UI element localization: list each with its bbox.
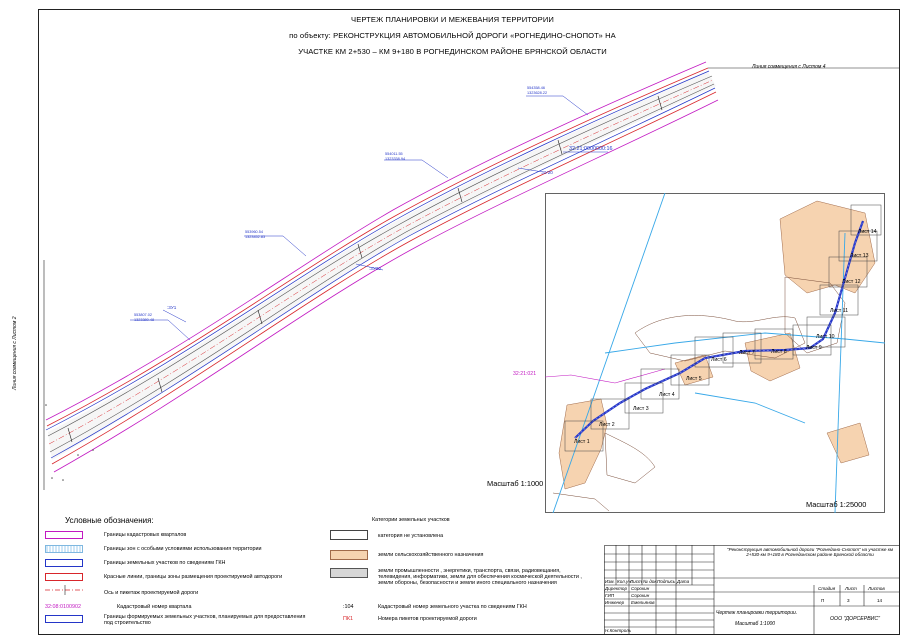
stamp-col-list: Лист [630,579,642,584]
sheet-label: Лист 5 [686,376,702,382]
stamp-col-izm: Изм. [605,579,615,584]
stamp-role: Н.Контроль [605,628,632,633]
legend-item: Красные линии, границы зоны размещения п… [104,574,283,580]
legend-item: Границы кадастровых кварталов [104,532,187,538]
stamp-drawing-name: Чертеж планировки территории. [716,610,798,616]
road-plan [43,61,900,490]
stamp-role: ГИП [605,593,615,598]
stamp-name: Сорокин [631,593,650,598]
parcel-label: :3У20 [541,170,553,175]
stamp-col-doc: № док. [643,579,658,584]
stamp-name: Емельянов [631,600,655,605]
overview-map [545,193,885,513]
stamp-drawing-scale: Масштаб 1:1000 [735,621,776,627]
sheet-label: Лист 11 [830,308,849,314]
sheet-label: Лист 1 [574,439,590,445]
legend-parcel-sample: :104 [343,604,354,610]
sheet-label: Лист 12 [842,279,861,285]
legend-swatch-category-industry [330,568,368,578]
stamp-role: Инженер [605,600,625,605]
legend-swatch-category-unset [330,530,368,540]
category-item: земли сельскохозяйственного назначения [378,552,484,558]
title-line-2: по объекту: РЕКОНСТРУКЦИЯ АВТОМОБИЛЬНОЙ … [289,31,616,40]
overview-scale: Масштаб 1:25000 [806,500,867,509]
sheet-label: Лист 6 [711,357,727,363]
stamp-col-sign: Подпись [657,579,676,584]
sheet-label: Лист 3 [633,406,649,412]
stamp-sheets: 14 [877,598,883,603]
sheet-label: Лист 9 [806,345,822,351]
legend-swatch-category-agriculture [330,550,368,560]
sheet-label: Лист 2 [599,422,615,428]
match-line-top-label: Линия совмещения с Листом 4 [752,64,826,70]
quarter-number-label: 32:21:0000000:16 [569,146,613,152]
stamp-company: ООО "ДОРСЕРВИС" [830,616,880,622]
stamp-sheet-header: Лист [845,586,857,591]
legend-item: Границы земельных участков по сведениям … [104,560,226,566]
legend-item: Границы зон с особыми условиями использо… [104,546,262,552]
stamp-sheets-header: Листов [868,586,885,591]
legend-swatch-new-parcels [45,615,83,623]
legend-swatch-special-zone [45,545,83,553]
parcel-label: :3У1 [167,305,177,310]
legend-title: Условные обозначения: [65,516,154,525]
legend-quarter-sample: 32:08:0100902 [45,604,81,610]
sheet-label: Лист 4 [659,392,675,398]
map-scale: Масштаб 1:1000 [487,479,544,488]
stamp-stage-header: Стадия [818,586,836,591]
stamp-col-kol: Кол.уч. [617,579,632,584]
sheet-label: Лист 8 [771,349,787,355]
stamp-col-date: Дата [677,579,690,584]
category-item: категория не установлена [378,533,444,539]
stamp-sheet: 3 [847,598,850,603]
stamp-project: "Реконструкция автомобильной дороги "Рог… [726,547,894,558]
legend-picket-text: Номера пикетов проектируемой дороги [378,616,477,622]
sheet-label: Лист 10 [816,334,835,340]
legend-item: Кадастровый номер квартала [117,604,192,610]
legend-swatch-land-parcels [45,559,83,567]
sheet-label: Лист 13 [850,253,869,259]
legend-item: Ось и пикетаж проектируемой дороги [104,590,199,596]
legend-picket-sample: ПК1 [343,616,354,622]
legend-swatch-cadastral-quarter [45,531,83,539]
stamp-stage: П [821,598,825,603]
overview-quarter-label: 32:21:021 [513,371,537,377]
category-item: земли промышленности , энергетики, транс… [378,568,582,586]
drawing-frame [38,9,900,635]
sheet-label: Лист 14 [858,229,877,235]
parcel-label: :3У20 [369,266,381,271]
title-line-1: ЧЕРТЕЖ ПЛАНИРОВКИ И МЕЖЕВАНИЯ ТЕРРИТОРИИ [351,15,554,24]
sheet-label: Лист 7 [739,350,755,356]
legend-swatch-axis [45,585,85,595]
categories-title: Категории земельных участков [372,517,450,523]
legend-swatch-red-lines [45,573,83,581]
title-line-3: УЧАСТКЕ КМ 2+530 – КМ 9+180 В РОГНЕДИНСК… [298,47,607,56]
match-line-left-label: Линия совмещения с Листом 2 [12,316,18,390]
stamp-name: Сорокин [631,586,650,591]
stamp-role: Директор [605,586,628,591]
legend-item: Границы формируемых земельных участков, … [104,614,306,626]
legend-parcel-text: Кадастровый номер земельного участка по … [378,604,527,610]
title-block [604,545,900,635]
